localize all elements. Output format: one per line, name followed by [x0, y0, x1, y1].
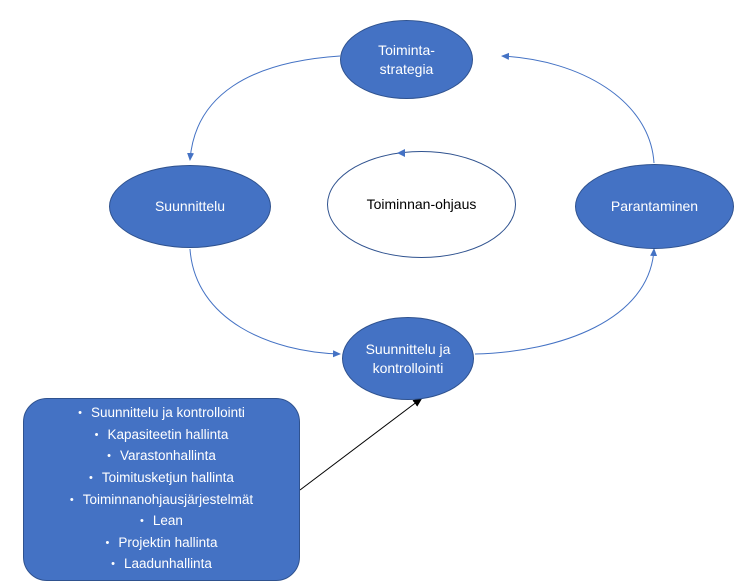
node-operations-control: Toiminnan-ohjaus: [327, 151, 516, 258]
activity-list-box: Suunnittelu ja kontrollointi Kapasiteeti…: [23, 398, 300, 581]
list-item: Toiminnanohjausjärjestelmät: [70, 490, 253, 512]
list-item: Projektin hallinta: [70, 533, 253, 555]
activity-list: Suunnittelu ja kontrollointi Kapasiteeti…: [70, 403, 253, 576]
list-item: Toimitusketjun hallinta: [70, 468, 253, 490]
list-item: Laadunhallinta: [70, 554, 253, 576]
arrow-plancontrol-to-improvement: [474, 248, 658, 355]
list-item: Lean: [70, 511, 253, 533]
node-strategy: Toiminta- strategia: [340, 20, 473, 99]
list-item: Suunnittelu ja kontrollointi: [70, 403, 253, 425]
arrow-planning-to-plancontrol: [189, 248, 341, 358]
pointer-list-to-plancontrol: [299, 397, 423, 491]
arrow-strategy-to-planning: [187, 55, 341, 161]
node-planning-and-control: Suunnittelu ja kontrollointi: [342, 317, 474, 400]
list-item: Kapasiteetin hallinta: [70, 425, 253, 447]
arrow-improvement-to-strategy: [501, 52, 655, 164]
list-item: Varastonhallinta: [70, 446, 253, 468]
node-planning: Suunnittelu: [109, 165, 271, 248]
node-improvement: Parantaminen: [575, 164, 734, 249]
